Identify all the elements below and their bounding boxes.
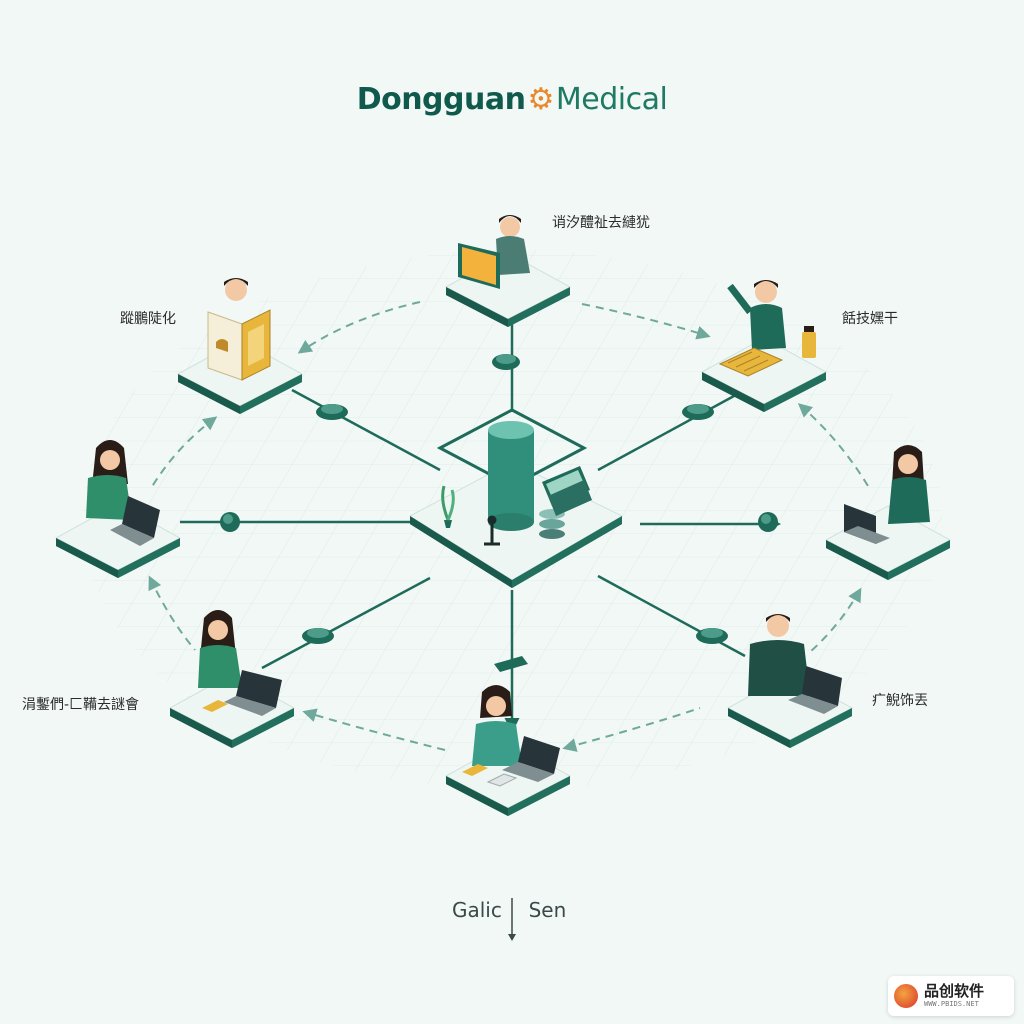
workstation-upper-left	[176, 278, 304, 414]
connector-knobs	[220, 354, 778, 672]
laptop-icon	[502, 736, 560, 782]
knob-upper-right	[682, 404, 714, 420]
database-cylinder	[488, 430, 534, 522]
person-lower-right	[748, 614, 810, 696]
sticky-note-icon	[202, 700, 228, 712]
workstation-mid-left	[54, 440, 182, 578]
person-mid-left	[86, 440, 132, 520]
knob-lower-left	[302, 628, 334, 644]
gear-icon: ⚙	[527, 82, 554, 117]
footer-arrow	[508, 898, 516, 941]
node-label-lower-left: 涓鏨們-匚鞴去謎會	[22, 697, 140, 713]
person-bottom	[472, 685, 522, 766]
workstation-mid-right	[824, 445, 952, 580]
microscope-icon	[484, 515, 500, 546]
dashed-ring	[148, 301, 869, 752]
knob-bottom	[494, 656, 528, 672]
brand-logo: Dongguan⚙Medical	[0, 82, 1024, 117]
brand-name-right: Medical	[555, 82, 668, 117]
footer-left: Galic	[452, 898, 502, 922]
workstation-upper-right	[700, 280, 828, 412]
person-top	[496, 215, 530, 275]
workstation-top	[444, 215, 572, 327]
laptop-icon	[110, 496, 160, 546]
person-upper-right	[727, 280, 786, 350]
person-mid-right	[888, 445, 930, 524]
node-label-upper-left: 蹤鵬陡化	[120, 311, 176, 327]
watermark-logo-icon	[894, 984, 918, 1008]
node-label-top: 诮汐醴祉去縺犹	[552, 215, 650, 231]
central-hub	[409, 408, 624, 588]
laptop-icon	[788, 666, 842, 714]
sticky-note-icon	[462, 764, 518, 787]
knob-lower-right	[696, 628, 728, 644]
knob-upper-left	[316, 404, 348, 420]
watermark-badge: 品创软件 WWW.PBIDS.NET	[888, 976, 1014, 1016]
knob-mid-left	[220, 512, 240, 532]
workstation-bottom	[444, 685, 572, 816]
node-label-upper-right: 餂技嫼干	[842, 311, 898, 327]
document-binder-icon	[207, 309, 271, 381]
knob-top	[492, 354, 520, 370]
workstation-lower-left	[168, 610, 296, 748]
plant-icon	[441, 485, 455, 528]
footer-caption: Galic Sen	[452, 898, 566, 922]
bottle-icon	[802, 326, 816, 358]
person-upper-left	[224, 278, 248, 301]
workstation-lower-right	[726, 614, 854, 748]
watermark-url: WWW.PBIDS.NET	[924, 1000, 979, 1008]
watermark-name: 品创软件	[924, 982, 985, 1000]
workstations	[54, 215, 952, 816]
person-lower-left	[198, 610, 242, 688]
monitor-top-icon	[458, 243, 500, 289]
laptop-icon	[224, 670, 282, 716]
hub-monitors-icon	[542, 466, 592, 516]
keyboard-grid-icon	[718, 347, 784, 377]
knob-mid-right	[758, 512, 778, 532]
brand-name-left: Dongguan	[356, 82, 526, 117]
laptop-icon	[844, 504, 890, 544]
footer-right: Sen	[528, 898, 567, 922]
node-label-lower-right: 疒鯢饰丟	[872, 693, 928, 709]
